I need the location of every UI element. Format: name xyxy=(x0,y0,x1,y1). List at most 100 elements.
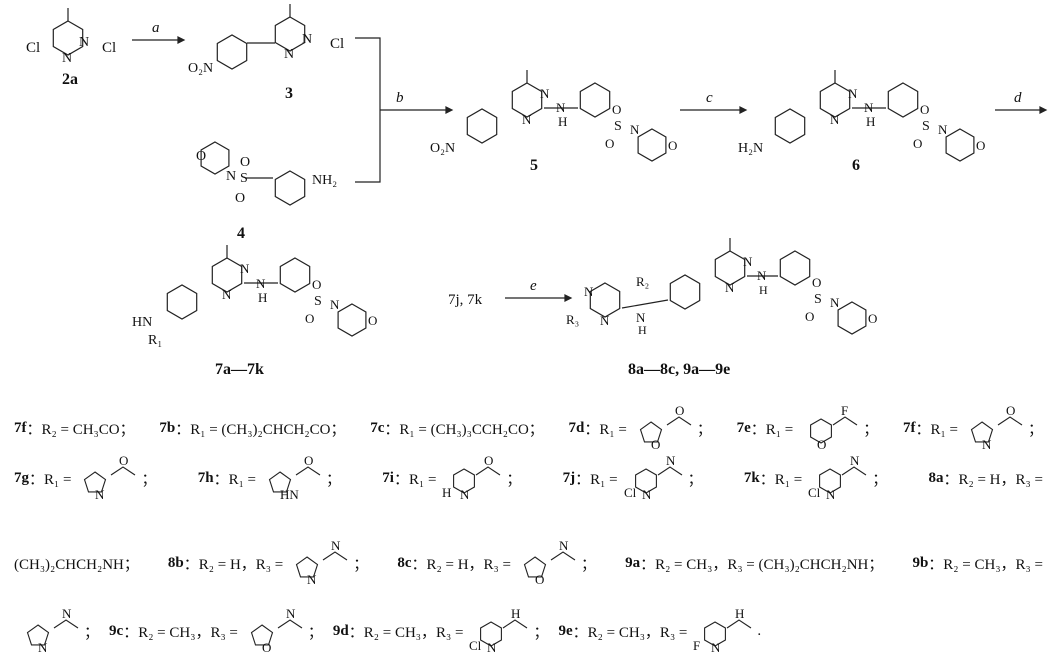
atom-label: O xyxy=(312,277,321,292)
substituent-structure: NO xyxy=(523,540,576,586)
ring xyxy=(970,421,994,443)
atom-label: S xyxy=(314,294,322,309)
legend-entry: 8a：R₂ = H，R₃ = xyxy=(928,468,1042,489)
atom-label: H xyxy=(558,114,567,129)
compound-id: 7h xyxy=(197,469,214,486)
atom-label: N xyxy=(95,487,105,501)
atom-label: N xyxy=(848,86,858,101)
compound-id: 8c xyxy=(397,554,412,571)
morpholine-ring xyxy=(200,141,230,175)
ring xyxy=(26,624,50,646)
compound-id: 7e xyxy=(736,419,751,436)
compound-number: 8a—8c, 9a—9e xyxy=(628,361,730,378)
atom-label: N xyxy=(826,487,836,501)
substituent-text: ：R₁ = xyxy=(393,471,437,488)
substituent-text: ：R₁ = xyxy=(584,421,627,438)
morpholine-ring xyxy=(837,301,867,335)
separator: ； xyxy=(307,624,323,641)
atom-label: O xyxy=(805,309,814,324)
atom-label: S xyxy=(922,119,930,134)
atom-label: O xyxy=(605,136,614,151)
separator: ； xyxy=(863,421,879,438)
atom-label: O xyxy=(668,138,677,153)
atom-label: N xyxy=(522,112,532,127)
step-label: a xyxy=(152,20,160,36)
separator: ； xyxy=(872,471,888,488)
separator: ； xyxy=(506,471,522,488)
atom-label: N xyxy=(286,608,296,621)
atom-label: N xyxy=(240,261,250,276)
atom-label: N xyxy=(79,35,89,50)
benzene-ring xyxy=(279,257,311,293)
atom-label: N xyxy=(559,540,569,553)
compound-5: O₂N N N N H S O O N O 5 xyxy=(430,70,677,174)
atom-label: O xyxy=(868,311,877,326)
atom-label: N xyxy=(584,284,594,299)
compound-id: 8b xyxy=(167,554,184,571)
step-label: d xyxy=(1014,90,1022,106)
legend-entry: 7c：R₁ = (CH₃)₃CCH₂CO； xyxy=(370,418,544,439)
substituent-text: ：R₂ = H，R₃ = xyxy=(183,556,284,573)
ring xyxy=(523,556,547,578)
atom-label: N xyxy=(830,112,840,127)
atom-label: N xyxy=(487,640,497,654)
pyrimidine-ring xyxy=(52,20,84,56)
separator: ； xyxy=(696,421,712,438)
compound-number: 4 xyxy=(237,225,245,242)
atom-label: F xyxy=(841,405,848,418)
substituent-text: ：R₁ = xyxy=(750,421,794,438)
compound-id: 8a xyxy=(928,469,944,486)
ring xyxy=(84,471,107,493)
step-label: b xyxy=(396,90,404,106)
benzene-ring xyxy=(166,284,198,320)
substituent-text: ：R₁ = (CH₃)₂CHCH₂CO； xyxy=(175,421,346,438)
compound-2a: Cl N N Cl 2a xyxy=(26,8,116,88)
atom-label: N xyxy=(830,295,840,310)
substituent-text: ：R₁ = xyxy=(213,471,257,488)
ring xyxy=(634,468,657,494)
ring xyxy=(810,418,833,444)
atom-label: O xyxy=(913,136,922,151)
atom-label: O xyxy=(305,311,314,326)
pyrimidine-ring xyxy=(714,250,746,286)
substituent-text: ：R₂ = CH₃CO； xyxy=(26,421,135,438)
atom-label: N xyxy=(284,47,294,62)
substituent-text: ：R₂ = CH₃，R₃ = xyxy=(348,624,464,641)
atom-label: H₂N xyxy=(738,141,763,156)
substituent-text: ：R₂ = CH₃，R₃ = xyxy=(123,624,238,641)
pyrimidine-ring xyxy=(819,82,851,118)
atom-label: O xyxy=(196,149,206,164)
compound-6: H₂N N N N H S O O N O 6 xyxy=(738,70,985,174)
substituent-structure: OHN xyxy=(268,455,321,501)
atom-label: O xyxy=(976,138,985,153)
atom-label: H xyxy=(638,323,647,337)
benzene-ring xyxy=(466,108,498,144)
atom-label: N xyxy=(636,310,646,325)
compound-number: 5 xyxy=(530,157,538,174)
compound-id: 7k xyxy=(743,469,760,486)
atom-label: O xyxy=(1006,405,1015,418)
atom-label: H xyxy=(258,290,267,305)
atom-label: O xyxy=(262,640,271,654)
legend-entry: 9b：R₂ = CH₃，R₃ = xyxy=(912,553,1043,574)
substituent-text: ：R₁ = xyxy=(915,421,958,438)
atom-label: N xyxy=(540,86,550,101)
ring xyxy=(296,556,319,578)
atom-label: S xyxy=(614,119,622,134)
atom-label: O xyxy=(484,455,493,468)
compound-id: 7f xyxy=(14,419,27,436)
atom-label: O xyxy=(304,455,313,468)
atom-label: O₂N xyxy=(430,141,455,156)
compound-number: 6 xyxy=(852,157,860,174)
atom-label: H xyxy=(442,485,451,500)
step-label: e xyxy=(530,278,537,294)
atom-label: N xyxy=(556,100,566,115)
ring xyxy=(453,468,476,494)
